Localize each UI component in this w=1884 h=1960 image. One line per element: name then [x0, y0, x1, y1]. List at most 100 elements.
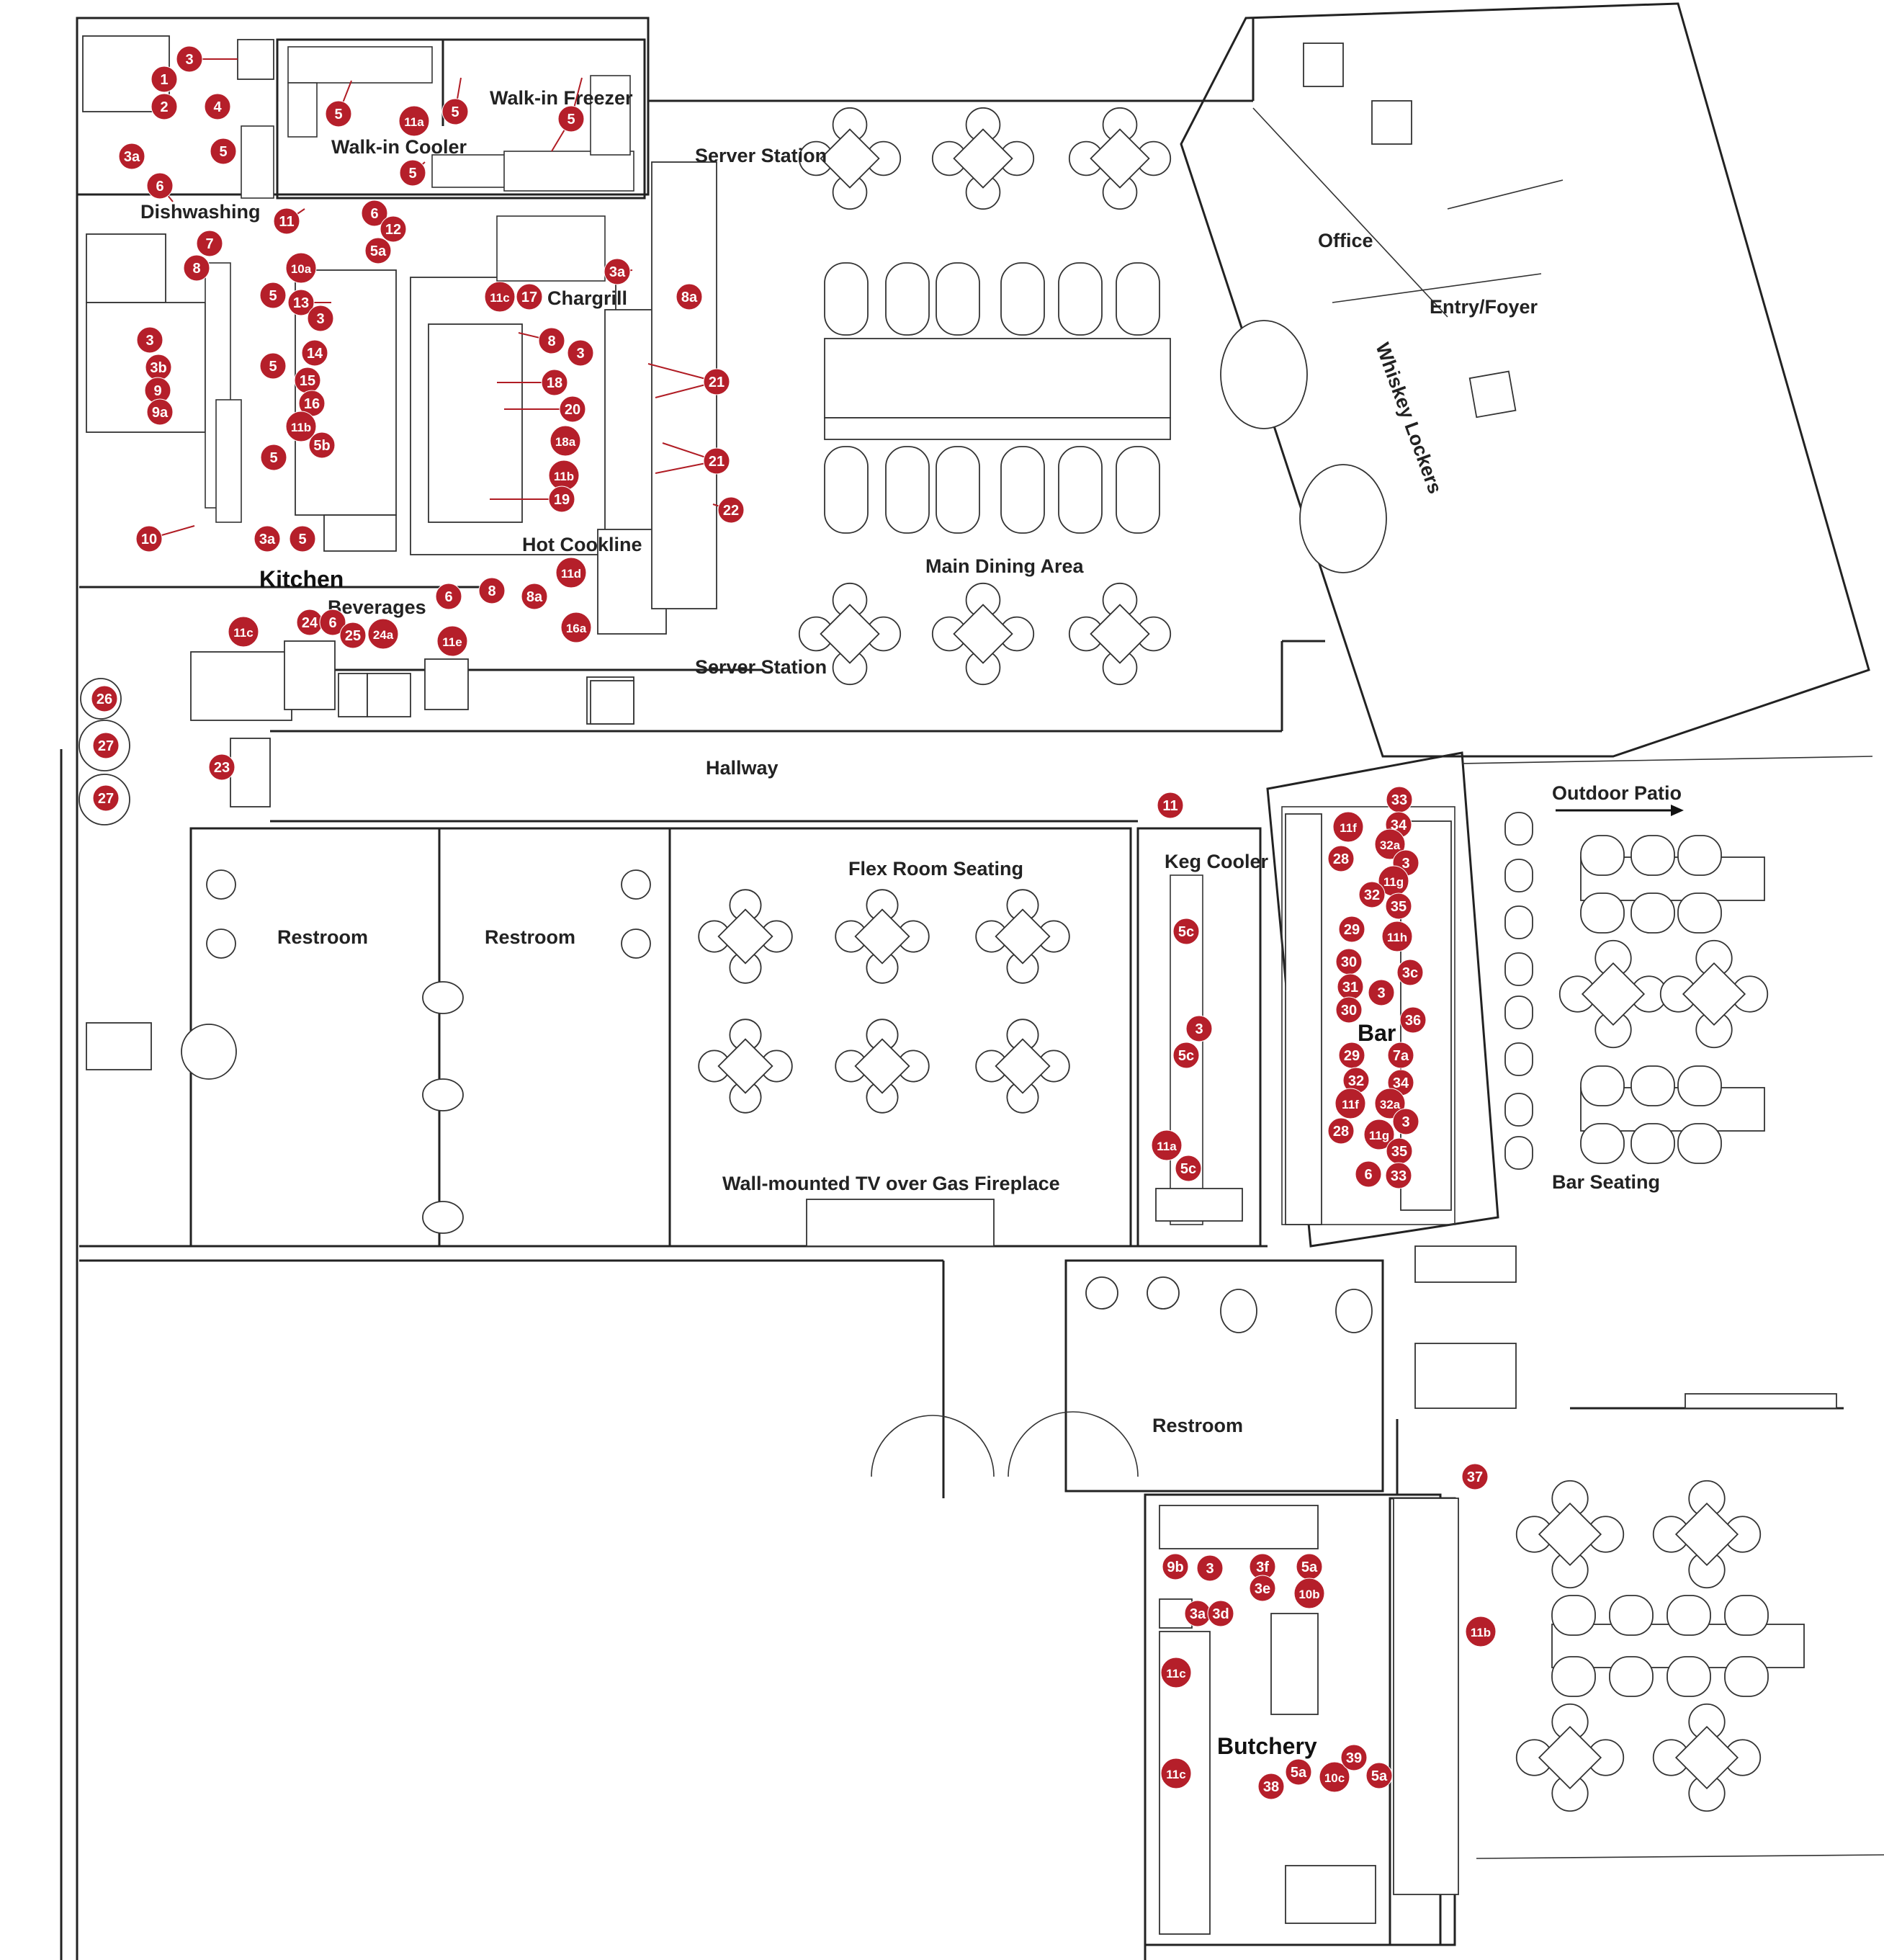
tag-badge	[1162, 1553, 1189, 1580]
patio-chair	[1580, 1123, 1625, 1164]
equipment-tag: 10a	[285, 252, 317, 284]
tag-label: 10	[141, 532, 157, 547]
tag-badge	[151, 93, 178, 120]
tag-label: 32a	[1380, 1098, 1401, 1111]
dining-table	[953, 604, 1013, 664]
tag-label: 6	[370, 206, 378, 222]
tag-label: 11c	[490, 291, 509, 305]
equipment-tag: 24a	[367, 618, 399, 650]
room-label-bar-seating: Bar Seating	[1552, 1171, 1660, 1193]
tag-label: 9b	[1167, 1560, 1183, 1575]
room-label-keg-cooler: Keg Cooler	[1165, 851, 1269, 872]
room-label-entry-foyer: Entry/Foyer	[1430, 296, 1538, 318]
tag-badge	[210, 138, 237, 165]
equipment-tag: 6	[319, 609, 346, 636]
tag-label: 17	[521, 290, 537, 305]
tag-label: 11	[279, 214, 294, 230]
equipment-tag: 14	[301, 339, 328, 367]
tag-badge	[208, 753, 236, 781]
tag-label: 14	[307, 346, 323, 362]
equipment-tag: 3	[1392, 1108, 1419, 1135]
tag-label: 5	[567, 112, 575, 127]
tag-label: 19	[554, 492, 570, 508]
banquette-seat	[1116, 262, 1160, 336]
tag-label: 23	[214, 760, 230, 776]
tag-label: 12	[385, 222, 401, 238]
tag-label: 3	[145, 333, 153, 349]
tag-badge	[676, 283, 703, 310]
room-label-kitchen: Kitchen	[259, 566, 344, 592]
tag-label: 1	[160, 72, 168, 88]
bar-stool	[1504, 1093, 1533, 1127]
tag-badge	[1327, 845, 1355, 872]
tag-label: 11c	[1166, 1667, 1185, 1681]
tag-badge	[550, 425, 581, 457]
tag-label: 10b	[1298, 1588, 1319, 1601]
tag-label: 8	[547, 334, 555, 349]
tag-badge	[1249, 1575, 1276, 1602]
room-label-butchery: Butchery	[1217, 1733, 1317, 1759]
tag-badge	[176, 45, 203, 73]
equipment-tag: 3	[1185, 1015, 1213, 1042]
patio-chair	[1667, 1595, 1711, 1636]
tag-label: 29	[1344, 1048, 1360, 1064]
tag-badge	[146, 398, 174, 426]
equipment-tag: 26	[91, 685, 118, 712]
equipment-tag: 10b	[1293, 1578, 1325, 1609]
dining-table	[1538, 1502, 1602, 1567]
equipment-tag: 6	[435, 583, 462, 610]
banquette-seat	[824, 262, 869, 336]
tag-label: 11c	[233, 626, 253, 640]
equipment-tag: 5	[260, 444, 287, 471]
equipment-tag: 11c	[484, 281, 516, 313]
patio-chair	[1724, 1656, 1769, 1697]
tag-badge	[559, 395, 586, 423]
tag-label: 32	[1364, 887, 1380, 903]
equipment-tag: 29	[1338, 916, 1365, 943]
tag-badge	[1358, 881, 1386, 908]
tag-label: 7a	[1393, 1048, 1409, 1064]
tag-label: 5c	[1178, 1048, 1194, 1064]
tag-badge	[204, 93, 231, 120]
tag-label: 4	[213, 99, 222, 115]
tag-badge	[364, 237, 392, 264]
equipment-tag: 10	[135, 525, 163, 552]
equipment-tag: 11c	[1160, 1657, 1192, 1688]
room-label-chargrill: Chargrill	[547, 287, 627, 309]
equipment-tag: 3e	[1249, 1575, 1276, 1602]
equipment-tag: 11c	[228, 616, 259, 648]
tag-label: 3	[576, 346, 584, 362]
tag-badge	[399, 159, 426, 187]
tag-label: 3	[1206, 1561, 1214, 1577]
tag-badge	[1151, 1129, 1183, 1161]
tag-badge	[1257, 1773, 1285, 1800]
equipment-tag: 5	[557, 105, 585, 133]
tag-label: 3	[185, 52, 193, 68]
patio-chair	[1677, 1065, 1722, 1106]
tag-badge	[398, 105, 430, 137]
room-label-server-station-top: Server Station	[695, 145, 827, 166]
equipment-tag: 31	[1337, 973, 1364, 1001]
equipment-tag: 28	[1327, 1117, 1355, 1145]
tag-label: 38	[1263, 1779, 1279, 1795]
equipment-tag: 11e	[436, 625, 468, 657]
equipment-tag: 32	[1358, 881, 1386, 908]
tag-label: 5a	[1291, 1765, 1307, 1781]
tag-badge	[1374, 828, 1406, 860]
banquette-seat	[1116, 446, 1160, 534]
tag-label: 27	[98, 738, 114, 754]
equipment-tag: 11a	[398, 105, 430, 137]
equipment-tag: 11h	[1381, 921, 1413, 952]
tag-badge	[478, 577, 506, 604]
equipment-tag: 6	[146, 172, 174, 200]
tag-label: 3b	[150, 360, 166, 376]
tag-label: 16a	[566, 622, 587, 635]
equipment-tag: 16a	[560, 612, 592, 643]
tag-label: 5	[334, 107, 342, 122]
tag-badge	[1185, 1015, 1213, 1042]
equipment-tag: 5	[325, 100, 352, 127]
tag-label: 3	[1195, 1021, 1203, 1037]
equipment-tag: 21	[703, 447, 730, 475]
tag-label: 5	[451, 104, 459, 120]
room-label-dishwashing: Dishwashing	[140, 201, 261, 223]
